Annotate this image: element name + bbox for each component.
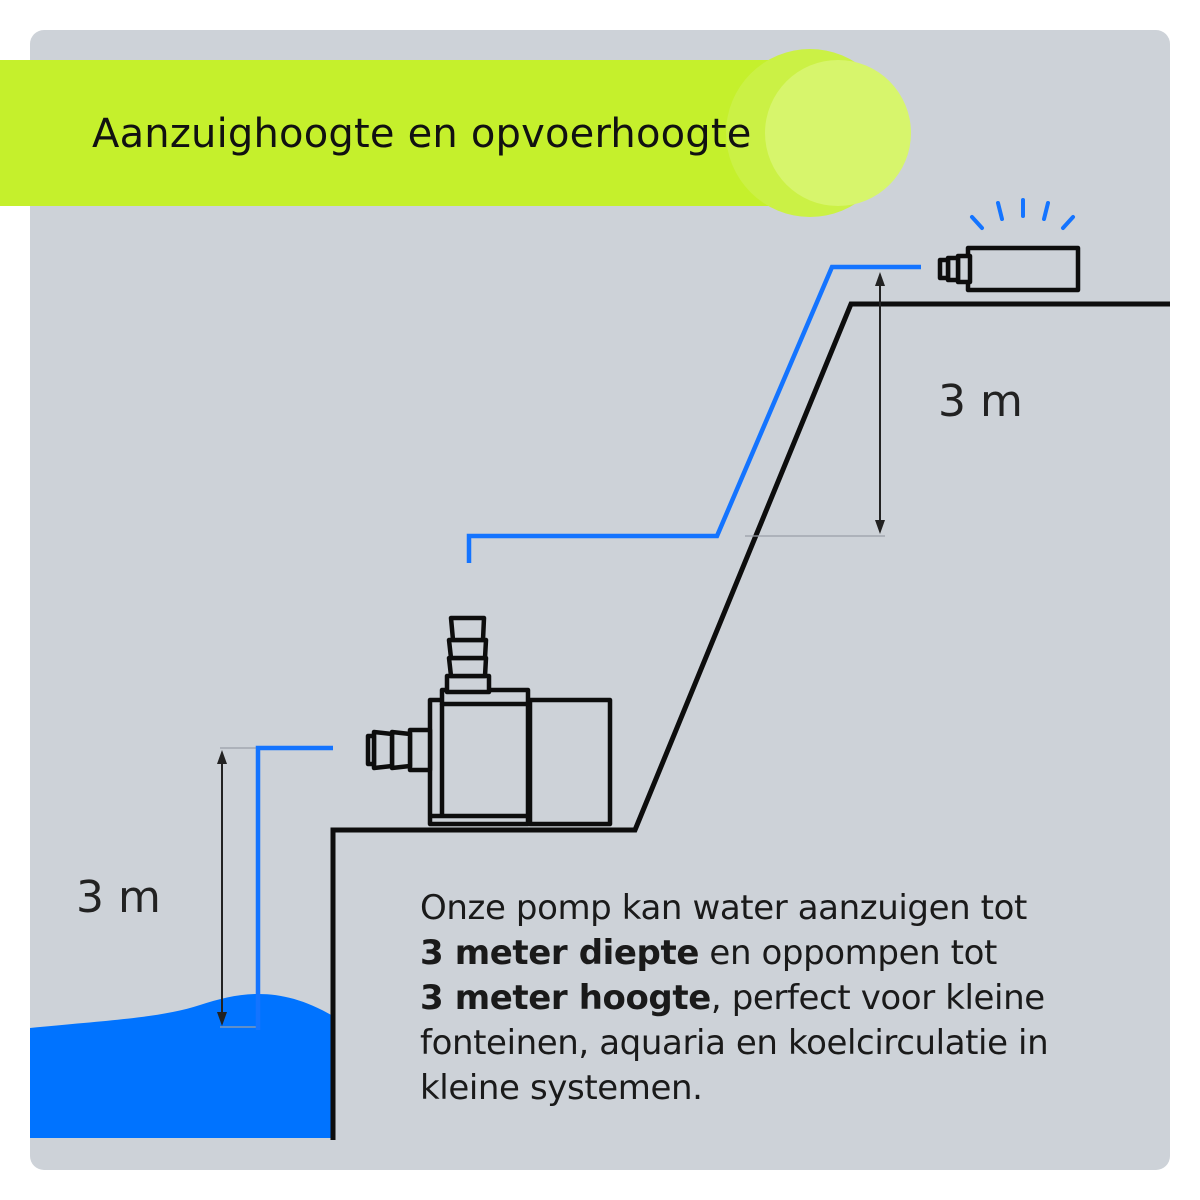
- description-bold-height: 3 meter hoogte: [420, 978, 711, 1018]
- description-line-2: en oppompen tot: [699, 933, 997, 973]
- suction-hose: [255, 745, 333, 1030]
- description-bold-depth: 3 meter diepte: [420, 933, 700, 973]
- suction-depth-dimension: [217, 747, 258, 1028]
- ground-outline: [330, 301, 1170, 1140]
- lift-height-dimension: [745, 272, 885, 537]
- suction-depth-label: 3 m: [76, 872, 161, 923]
- discharge-hose: [466, 264, 921, 563]
- lift-height-label: 3 m: [938, 376, 1023, 427]
- page-title: Aanzuighoogte en opvoerhoogte: [92, 111, 752, 157]
- description-line-3: , perfect voor kleine: [710, 978, 1045, 1018]
- description-line-1: Onze pomp kan water aanzuigen tot: [420, 888, 1027, 928]
- fountain-outlet: [937, 245, 1081, 293]
- description-text: Onze pomp kan water aanzuigen tot 3 mete…: [420, 886, 1140, 1111]
- pump-motor: [527, 697, 613, 827]
- description-line-4: fonteinen, aquaria en koelcirculatie in: [420, 1023, 1049, 1063]
- water-spray-icon: [970, 198, 1075, 230]
- title-banner: [0, 49, 911, 217]
- pump: [365, 615, 613, 827]
- pump-outlet-nozzle: [444, 615, 492, 695]
- pump-inlet-nozzle: [365, 727, 433, 773]
- pump-body: [427, 697, 531, 827]
- background-panel: [30, 30, 1170, 1170]
- description-line-5: kleine systemen.: [420, 1068, 703, 1108]
